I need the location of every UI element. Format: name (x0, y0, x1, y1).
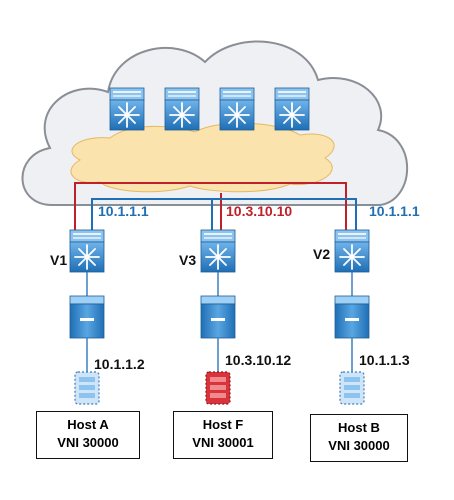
vtep-name-v3: V3 (179, 252, 197, 268)
server-icon (334, 295, 370, 339)
server-icon (200, 295, 236, 339)
host-ip-a: 10.1.1.2 (94, 356, 145, 372)
host-box-a: Host A VNI 30000 (36, 411, 140, 459)
red-tunnel-path (74, 182, 347, 232)
spine-switch-icon (274, 87, 310, 131)
host-title: Host B (338, 420, 380, 435)
vtep-ip-v2: 10.1.1.1 (369, 203, 420, 219)
host-title: Host F (202, 417, 244, 432)
vtep-ip-v3: 10.3.10.10 (226, 203, 293, 219)
spine-switch-icon (219, 87, 255, 131)
server-icon (69, 295, 105, 339)
host-vni: VNI 30000 (57, 435, 119, 450)
host-ip-f: 10.3.10.12 (225, 352, 292, 368)
vm-icon (339, 371, 365, 405)
host-ip-b: 10.1.1.3 (359, 352, 410, 368)
host-vni: VNI 30001 (192, 435, 254, 450)
spine-switch-icon (164, 87, 200, 131)
vtep-name-v2: V2 (313, 246, 331, 262)
leaf-switch-icon (69, 229, 105, 273)
vm-icon (74, 371, 100, 405)
vtep-ip-v1: 10.1.1.1 (98, 203, 149, 219)
vtep-name-v1: V1 (50, 252, 68, 268)
host-title: Host A (67, 417, 109, 432)
vm-icon (205, 371, 231, 405)
host-vni: VNI 30000 (328, 438, 390, 453)
blue-tunnel-path (91, 198, 357, 232)
host-box-f: Host F VNI 30001 (173, 411, 273, 459)
leaf-switch-icon (200, 229, 236, 273)
leaf-switch-icon (334, 229, 370, 273)
host-box-b: Host B VNI 30000 (310, 414, 408, 462)
spine-switch-icon (109, 87, 145, 131)
